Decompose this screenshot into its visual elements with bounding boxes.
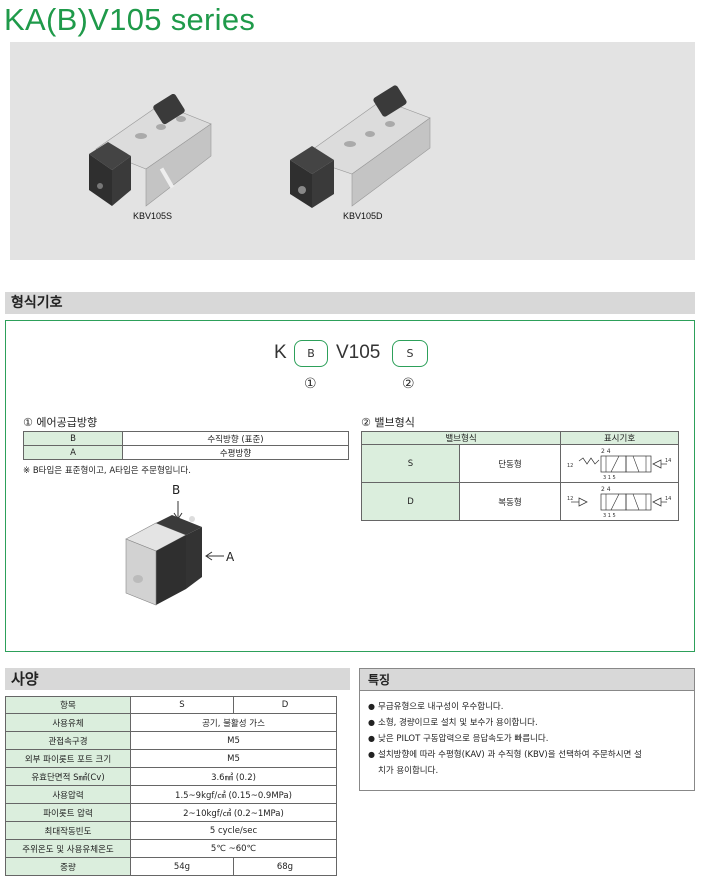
table-row: 파이롯트 압력 2~10kgf/㎠ (0.2~1MPa) [5,803,337,822]
spec-weight-d: 68g [232,857,338,876]
spec-value: M5 [130,731,337,750]
valve-header-type: 밸브형식 [361,431,561,445]
table-row: S 단동형 2 4 12 14 3 1 5 [361,444,679,483]
air-code-b: B [23,431,123,446]
valve-code-s: S [361,444,460,483]
table-row: 밸브형식 표시기호 [361,431,679,445]
valve-code-d: D [361,482,460,521]
product-label-kbv105s: KBV105S [133,211,173,221]
table-row: 항목 S D [5,696,338,714]
spec-weight-label: 중량 [5,857,131,876]
table-row: 외부 파이롯트 포트 크기 M5 [5,749,337,768]
spec-header-label: 항목 [5,696,131,714]
valve-symbol-double-acting: 2 4 12 14 3 1 5 [567,486,671,519]
spec-value: 5℃ ~60℃ [130,839,337,858]
valve-symbol-d: 2 4 12 14 3 1 5 [560,482,679,521]
product-photo-panel: KBV105S KBV105D [10,42,695,260]
spec-label: 파이롯트 압력 [5,803,131,822]
table-row: 주위온도 및 사용유체온도 5℃ ~60℃ [5,839,337,858]
table-row: D 복동형 2 4 12 14 3 1 5 [361,482,679,521]
spec-label: 사용압력 [5,785,131,804]
table-row: 최대작동빈도 5 cycle/sec [5,821,337,840]
sym-d-top: 2 4 [601,486,611,493]
sym-d-right: 14 [665,496,671,502]
valve-symbol-single-acting: 2 4 12 14 3 1 5 [567,448,671,481]
valve-type-table: 밸브형식 표시기호 S 단동형 2 4 12 14 [361,431,679,521]
list-item: 소형, 경량이므로 설치 및 보수가 용이합니다. [368,715,686,731]
air-supply-note: ※ B타입은 표준형이고, A타입은 주문형입니다. [23,466,191,476]
spec-section-heading: 사양 [5,668,350,690]
spec-value: 1.5~9kgf/㎠ (0.15~0.9MPa) [130,785,337,804]
valve-name-d: 복동형 [459,482,561,521]
spec-label: 외부 파이롯트 포트 크기 [5,749,131,768]
spec-header-s: S [130,696,234,714]
sym-s-left: 12 [567,463,573,469]
air-direction-diagram [125,501,224,606]
valve-illustration-kbv105d [290,85,431,208]
sym-s-bottom: 3 1 5 [603,475,616,481]
spec-value: 공기, 불활성 가스 [130,713,337,732]
air-code-a: A [23,445,123,460]
list-item: 설치방향에 따라 수평형(KAV) 과 수직형 (KBV)을 선택하여 주문하시… [368,747,686,763]
features-heading: 특징 [360,669,694,691]
spec-table: 항목 S D 사용유체 공기, 불활성 가스 관접속구경 M5 외부 파이롯트 … [5,696,338,876]
air-supply-title: ① 에어공급방향 [23,416,98,429]
valve-type-title: ② 밸브형식 [361,416,415,429]
valve-header-symbol: 표시기호 [560,431,679,445]
code-option-valve-type: S [392,340,428,367]
list-item: 무급유형으로 내구성이 우수합니다. [368,699,686,715]
arrow-label-a: A [226,550,235,564]
code-body: V105 [336,342,381,363]
features-list: 무급유형으로 내구성이 우수합니다. 소형, 경량이므로 설치 및 보수가 용이… [360,691,694,779]
features-box: 특징 무급유형으로 내구성이 우수합니다. 소형, 경량이므로 설치 및 보수가… [359,668,695,791]
air-supply-table: B 수직방향 (표준) A 수평방향 [23,431,349,460]
spec-label: 주위온도 및 사용유체온도 [5,839,131,858]
marker-2: ② [402,376,415,392]
marker-1: ① [304,376,317,392]
spec-label: 관접속구경 [5,731,131,750]
spec-value: 5 cycle/sec [130,821,337,840]
spec-weight-s: 54g [130,857,234,876]
code-option-air-supply: B [294,340,328,367]
table-row: B 수직방향 (표준) [23,431,349,446]
spec-label: 유효단면적 S㎟(Cv) [5,767,131,786]
air-desc-b: 수직방향 (표준) [122,431,349,446]
table-row: 관접속구경 M5 [5,731,337,750]
page-title: KA(B)V105 series [4,2,256,37]
valve-symbol-s: 2 4 12 14 3 1 5 [560,444,679,483]
spec-header-d: D [232,696,338,714]
valve-illustration-kbv105s [89,94,212,207]
table-row: 중량 54g 68g [5,857,338,876]
sym-d-bottom: 3 1 5 [603,513,616,519]
spec-label: 최대작동빈도 [5,821,131,840]
valve-name-s: 단동형 [459,444,561,483]
table-row: 사용유체 공기, 불활성 가스 [5,713,337,732]
sym-s-right: 14 [665,458,671,464]
sym-s-top: 2 4 [601,448,611,455]
arrow-label-b: B [172,483,181,497]
table-row: 사용압력 1.5~9kgf/㎠ (0.15~0.9MPa) [5,785,337,804]
spec-value: 3.6㎟ (0.2) [130,767,337,786]
air-desc-a: 수평방향 [122,445,349,460]
list-item: 낮은 PILOT 구동압력으로 응답속도가 빠릅니다. [368,731,686,747]
sym-d-left: 12 [567,496,573,502]
list-item-continued: 치가 용이합니다. [378,766,439,776]
spec-label: 사용유체 [5,713,131,732]
spec-value: 2~10kgf/㎠ (0.2~1MPa) [130,803,337,822]
spec-value: M5 [130,749,337,768]
product-label-kbv105d: KBV105D [343,211,383,221]
table-row: A 수평방향 [23,445,349,460]
code-prefix: K [274,342,287,363]
model-section-heading: 형식기호 [5,292,695,314]
model-code-box: K B V105 S ① ② ① 에어공급방향 B 수직방향 (표준) A 수평… [5,320,695,652]
table-row: 유효단면적 S㎟(Cv) 3.6㎟ (0.2) [5,767,337,786]
